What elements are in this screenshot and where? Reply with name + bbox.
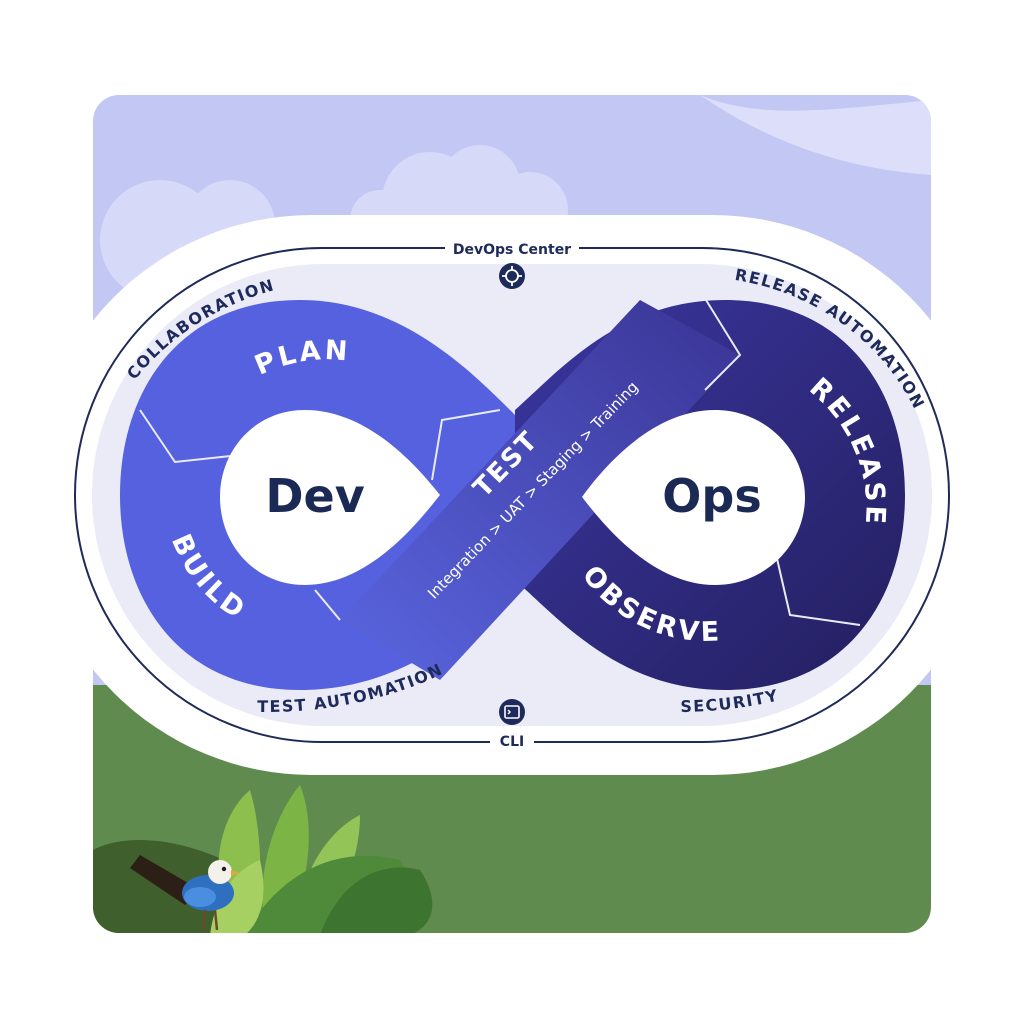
dev-label: Dev (265, 469, 364, 523)
terminal-icon[interactable] (499, 699, 525, 725)
ops-hub (582, 410, 805, 585)
test-band (340, 300, 740, 680)
cli-label: CLI (500, 734, 524, 750)
dev-hub (220, 410, 440, 585)
segment-dividers (139, 299, 861, 626)
ops-label: Ops (662, 469, 761, 523)
bird-icon (130, 855, 240, 931)
devops-center-label: DevOps Center (453, 242, 571, 258)
cloud-wisp (700, 95, 931, 175)
target-icon[interactable] (499, 263, 525, 289)
